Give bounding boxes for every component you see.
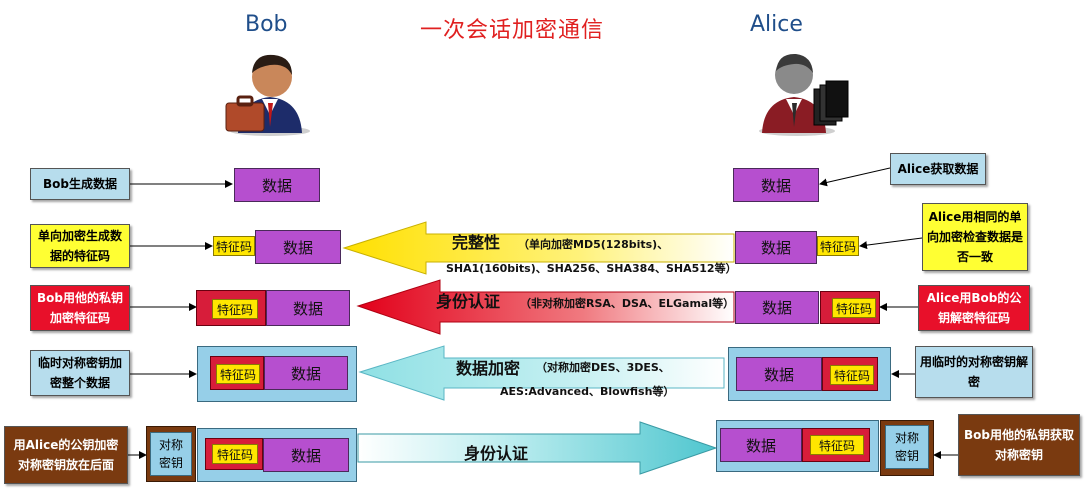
- page-title: 一次会话加密通信: [420, 18, 605, 43]
- note-alice-verify-signature: Alice用Bob的公钥解密特征码: [918, 285, 1030, 331]
- alice-name: Alice: [750, 12, 803, 37]
- feature-code-bob-row2: 特征码: [213, 236, 255, 256]
- data-box-alice-row2: 数据: [735, 231, 817, 264]
- data-box-alice-row3: 数据: [735, 291, 819, 324]
- note-bob-generate-data: Bob生成数据: [30, 168, 130, 200]
- integrity-title: 完整性: [452, 233, 501, 252]
- data-box-alice-row1: 数据: [733, 168, 819, 202]
- note-bob-sign: Bob用他的私钥加密特征码: [30, 285, 130, 331]
- person-with-documents-icon: [759, 53, 849, 136]
- encryption-detail: （对称加密DES、3DES、AES:Advanced、Blowfish等）: [500, 361, 675, 398]
- encryption-arrow: [358, 345, 725, 401]
- data-box-bob-row4: 数据: [264, 356, 348, 390]
- note-alice-get-data: Alice获取数据: [890, 153, 986, 185]
- data-box-bob-row2: 数据: [255, 230, 341, 264]
- integrity-detail: （单向加密MD5(128bits)、SHA1(160bits)、SHA256、S…: [446, 238, 737, 275]
- symmetric-key-bob: 对称 密钥: [150, 432, 192, 476]
- feature-code-alice-row4: 特征码: [830, 365, 874, 385]
- authentication-arrow: [356, 279, 735, 335]
- symmetric-key-alice: 对称 密钥: [885, 425, 929, 469]
- note-bob-private-key: Bob用他的私钥获取对称密钥: [958, 414, 1080, 476]
- feature-code-bob-row3: 特征码: [212, 299, 258, 319]
- key-authentication-title: 身份认证: [464, 444, 529, 463]
- connector-row2-right: [859, 237, 923, 250]
- note-symmetric-encrypt: 临时对称密钥加密整个数据: [30, 350, 130, 396]
- connector-row1-right: [819, 167, 891, 187]
- encryption-title: 数据加密: [456, 359, 521, 378]
- data-box-bob-row5: 数据: [263, 438, 349, 472]
- person-with-briefcase-icon: [225, 54, 310, 136]
- note-encrypt-key: 用Alice的公钥加密对称密钥放在后面: [4, 426, 128, 484]
- data-box-bob-row1: 数据: [234, 168, 320, 202]
- note-symmetric-decrypt: 用临时的对称密钥解密: [915, 346, 1033, 398]
- feature-code-alice-row5: 特征码: [810, 435, 864, 455]
- integrity-arrow: [342, 221, 735, 275]
- feature-code-bob-row4: 特征码: [216, 364, 260, 384]
- feature-code-alice-row2: 特征码: [817, 236, 859, 256]
- feature-code-bob-row5: 特征码: [212, 444, 258, 464]
- feature-code-alice-row3: 特征码: [832, 298, 876, 318]
- bob-name: Bob: [245, 12, 288, 37]
- authentication-detail: （非对称加密RSA、DSA、ELGamal等）: [520, 297, 735, 310]
- note-oneway-hash: 单向加密生成数据的特征码: [30, 224, 130, 268]
- note-alice-verify-hash: Alice用相同的单向加密检查数据是否一致: [922, 203, 1028, 271]
- data-box-bob-row3: 数据: [266, 290, 350, 326]
- authentication-title: 身份认证: [436, 292, 501, 311]
- data-box-alice-row5: 数据: [720, 428, 802, 462]
- key-authentication-arrow: [357, 421, 718, 475]
- data-box-alice-row4: 数据: [736, 357, 822, 391]
